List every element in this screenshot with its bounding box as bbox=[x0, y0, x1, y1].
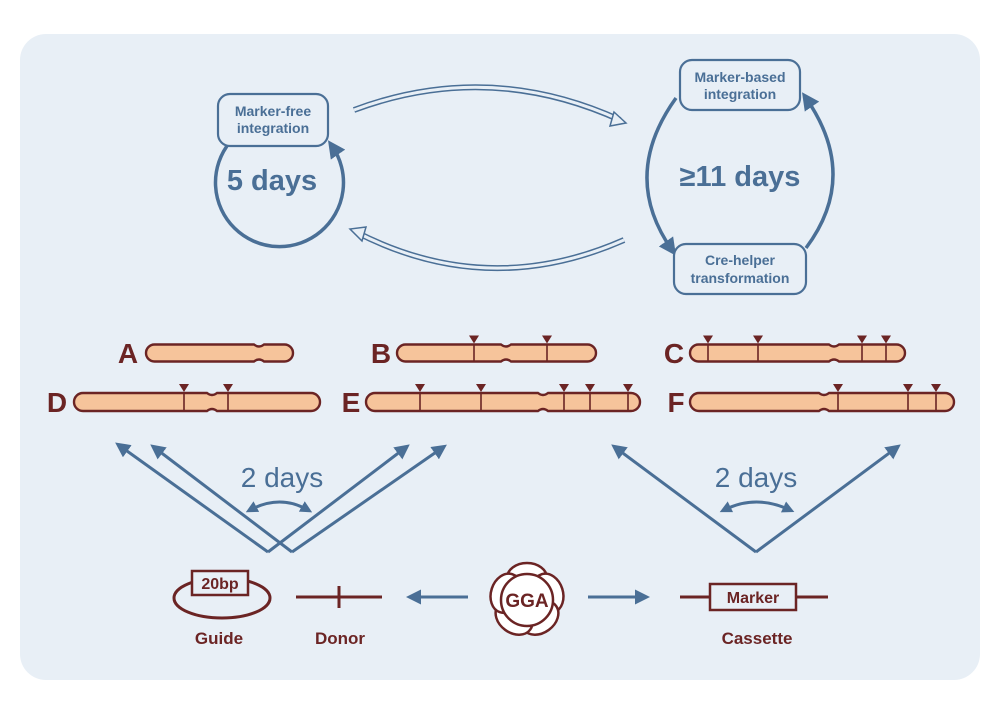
chromosome-B: B bbox=[371, 335, 598, 369]
right-duration-curve bbox=[719, 500, 795, 513]
v-arrow-to-D bbox=[115, 442, 269, 554]
chromosome-A-label: A bbox=[118, 338, 138, 369]
integration-site-marker bbox=[476, 384, 486, 392]
marker-based-box-line1: Marker-based bbox=[694, 69, 785, 85]
right-cycle-right-arrow bbox=[802, 92, 835, 250]
chromosome-D-label: D bbox=[47, 387, 67, 418]
chromosome-F-body bbox=[688, 391, 956, 413]
chromosome-E: E bbox=[342, 384, 642, 418]
marker-based-cycle: Marker-based integration Cre-helper tran… bbox=[645, 58, 835, 296]
guide-20bp-label: 20bp bbox=[201, 576, 239, 593]
marker-free-integration-box bbox=[216, 92, 330, 148]
chromosome-D-body bbox=[72, 391, 322, 413]
cre-helper-box-line1: Cre-helper bbox=[705, 252, 776, 268]
chromosome-panels: A B C D E F bbox=[47, 335, 956, 418]
integration-site-marker bbox=[559, 384, 569, 392]
cassette-label: Cassette bbox=[722, 629, 793, 648]
marker-based-box-line2: integration bbox=[704, 86, 776, 102]
chromosome-F-label: F bbox=[667, 387, 684, 418]
integration-site-marker bbox=[179, 384, 189, 392]
integration-site-marker bbox=[857, 335, 867, 344]
v-arrow-to-B bbox=[291, 444, 447, 554]
cre-helper-transformation-box bbox=[672, 242, 808, 296]
integration-site-marker bbox=[585, 384, 595, 392]
integration-site-marker bbox=[469, 335, 479, 344]
marker-cassette: Marker Cassette bbox=[680, 582, 828, 648]
chromosome-C-body bbox=[688, 343, 907, 363]
integration-site-marker bbox=[903, 384, 913, 392]
integration-site-marker bbox=[703, 335, 713, 344]
chromosome-E-body bbox=[364, 391, 642, 413]
integration-site-marker bbox=[415, 384, 425, 392]
cre-helper-box-line2: transformation bbox=[691, 270, 790, 286]
integration-site-marker bbox=[542, 335, 552, 344]
right-v-arrows: 2 days bbox=[611, 444, 901, 554]
marker-box bbox=[708, 582, 798, 612]
integration-site-marker bbox=[931, 384, 941, 392]
guide-plasmid: 20bp Guide bbox=[172, 569, 272, 648]
chromosome-A-body bbox=[144, 343, 295, 363]
chromosome-C: C bbox=[664, 335, 907, 369]
marker-free-box-line1: Marker-free bbox=[235, 103, 311, 119]
cycle-connector-arrows bbox=[348, 84, 628, 272]
integration-site-marker bbox=[833, 384, 843, 392]
chromosome-C-label: C bbox=[664, 338, 684, 369]
integration-site-marker bbox=[881, 335, 891, 344]
guide-20bp-box bbox=[190, 569, 250, 597]
v-arrow-to-E bbox=[267, 444, 410, 554]
integration-site-marker bbox=[753, 335, 763, 344]
guide-label: Guide bbox=[195, 629, 243, 648]
chromosome-F: F bbox=[667, 384, 956, 418]
right-v-duration: 2 days bbox=[715, 462, 798, 493]
chromosome-D: D bbox=[47, 384, 322, 418]
left-duration-curve bbox=[245, 500, 313, 513]
donor-label: Donor bbox=[315, 629, 365, 648]
chromosome-B-label: B bbox=[371, 338, 391, 369]
marker-free-duration: 5 days bbox=[227, 165, 317, 197]
v-arrow-to-A bbox=[150, 444, 293, 554]
integration-site-marker bbox=[623, 384, 633, 392]
v-arrow-to-C bbox=[611, 444, 757, 554]
integration-site-marker bbox=[223, 384, 233, 392]
marker-free-box-line2: integration bbox=[237, 120, 309, 136]
marker-free-cycle: Marker-free integration 5 days bbox=[213, 92, 346, 249]
marker-based-integration-box bbox=[678, 58, 802, 112]
chromosome-E-label: E bbox=[342, 387, 361, 418]
v-arrow-to-F bbox=[755, 444, 901, 554]
donor-dna: Donor bbox=[296, 586, 382, 648]
right-cycle-left-arrow bbox=[645, 96, 678, 256]
gga-flower-icon bbox=[489, 561, 565, 636]
left-v-duration: 2 days bbox=[241, 462, 324, 493]
chromosome-B-body bbox=[395, 343, 598, 363]
left-v-arrows: 2 days bbox=[115, 442, 447, 554]
gga-label: GGA bbox=[505, 591, 549, 612]
gga-assembly: GGA bbox=[406, 561, 650, 636]
marker-based-duration: ≥11 days bbox=[680, 161, 801, 193]
marker-box-label: Marker bbox=[727, 590, 779, 607]
marker-free-cycle-arrow bbox=[213, 140, 346, 249]
chromosome-A: A bbox=[118, 338, 295, 369]
